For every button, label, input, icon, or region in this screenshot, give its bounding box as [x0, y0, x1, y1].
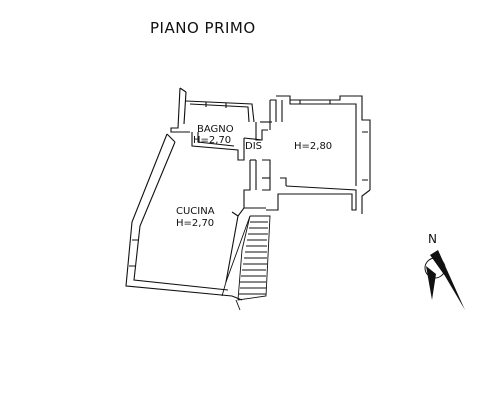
- cucina-height: H=2,70: [176, 218, 214, 229]
- dis-walls: [255, 122, 268, 141]
- cucina-walls: [125, 133, 243, 301]
- bagno-label: BAGNO: [197, 124, 234, 135]
- dis-label: DIS: [245, 141, 262, 152]
- cucina-label: CUCINA: [176, 206, 215, 217]
- camera-walls: [276, 95, 363, 104]
- plan-title: PIANO PRIMO: [150, 19, 256, 37]
- bagno-walls: [170, 87, 190, 133]
- bagno-bottom-wall: [191, 132, 245, 161]
- north-arrow-icon: N: [424, 232, 465, 310]
- cucina-east-wall: [225, 160, 251, 283]
- staircase: [221, 215, 271, 311]
- north-label: N: [428, 232, 437, 246]
- camera-bottom-wall: [266, 185, 357, 211]
- camera-height: H=2,80: [294, 141, 332, 152]
- bagno-height: H=2,70: [193, 135, 231, 146]
